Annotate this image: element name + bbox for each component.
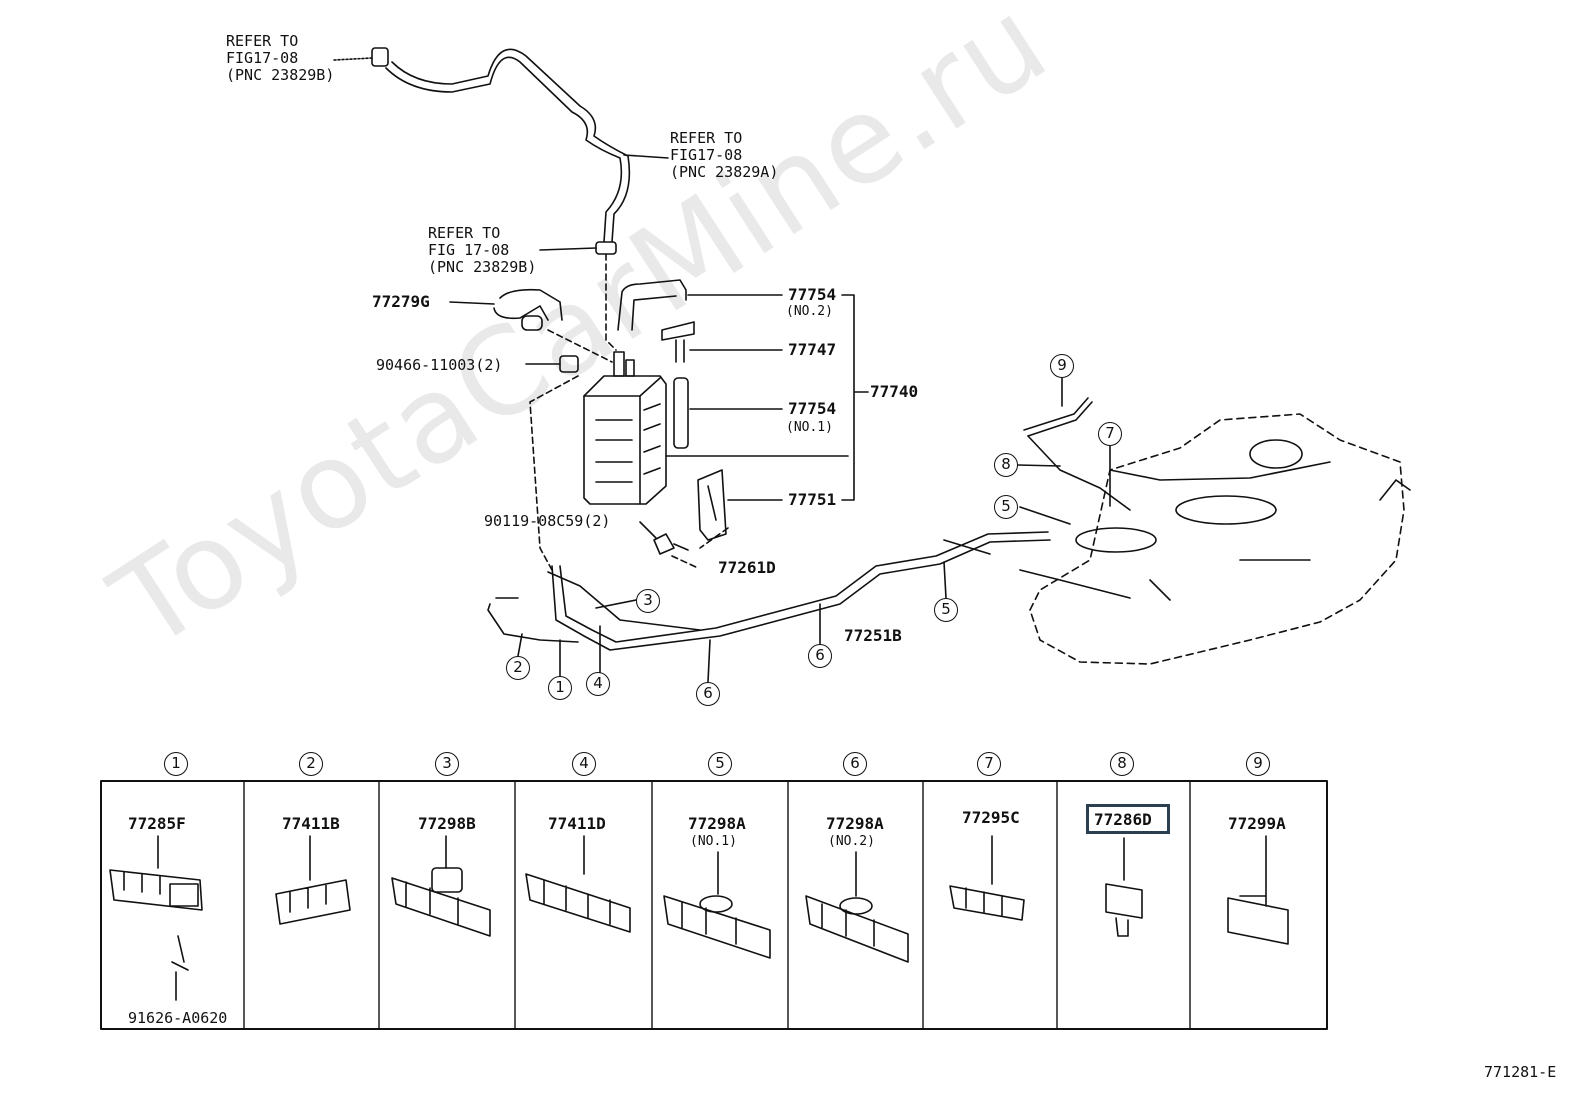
clip-77285f <box>109 869 203 971</box>
table-index-8: 8 <box>1110 752 1134 776</box>
callout-2: 2 <box>506 656 530 680</box>
table-index-3: 3 <box>435 752 459 776</box>
table-sub-6: (NO.2) <box>828 834 875 849</box>
refer-mid-left-l3: (PNC 23829B) <box>428 258 537 276</box>
callout-6a: 6 <box>696 682 720 706</box>
part-77754-no2-sub: (NO.2) <box>786 304 833 319</box>
table-index-4: 4 <box>572 752 596 776</box>
callout-1: 1 <box>548 676 572 700</box>
table-part-5: 77298A <box>688 814 746 833</box>
part-90466: 90466-11003(2) <box>376 356 503 374</box>
refer-top-left-l1: REFER TO <box>226 32 299 50</box>
clip-77298a-no2 <box>805 895 909 963</box>
refer-mid-left-l1: REFER TO <box>428 224 501 242</box>
table-index-5: 5 <box>708 752 732 776</box>
callout-5a: 5 <box>934 598 958 622</box>
part-77261d: 77261D <box>718 558 776 577</box>
table-index-2: 2 <box>299 752 323 776</box>
table-part-3: 77298B <box>418 814 476 833</box>
callout-5b: 5 <box>994 495 1018 519</box>
table-part-9: 77299A <box>1228 814 1286 833</box>
table-part-4: 77411D <box>548 814 606 833</box>
callout-4: 4 <box>586 672 610 696</box>
callout-7: 7 <box>1098 422 1122 446</box>
part-77754-no2: 77754 <box>788 285 837 304</box>
table-sub-5: (NO.1) <box>690 834 737 849</box>
clip-77299a <box>1227 895 1289 945</box>
callout-9: 9 <box>1050 354 1074 378</box>
part-77251b: 77251B <box>844 626 902 645</box>
part-77754-no1-sub: (NO.1) <box>786 420 833 435</box>
charcoal-canister <box>583 351 667 505</box>
table-part-8: 77286D <box>1094 810 1152 829</box>
callout-8: 8 <box>994 453 1018 477</box>
refer-mid-right-l3: (PNC 23829A) <box>670 163 779 181</box>
table-part-1: 77285F <box>128 814 186 833</box>
hose-77279g <box>493 288 563 321</box>
part-77754-no1: 77754 <box>788 399 837 418</box>
table-index-7: 7 <box>977 752 1001 776</box>
table-extra-1: 91626-A0620 <box>128 1009 228 1027</box>
clip-77411b <box>275 879 351 925</box>
table-part-2: 77411B <box>282 814 340 833</box>
refer-mid-left-l2: FIG 17-08 <box>428 241 510 259</box>
callout-3: 3 <box>636 589 660 613</box>
part-77740: 77740 <box>870 382 919 401</box>
refer-top-left-l2: FIG17-08 <box>226 49 299 67</box>
table-index-1: 1 <box>164 752 188 776</box>
table-index-6: 6 <box>843 752 867 776</box>
highlight-box-77286d <box>1086 804 1170 834</box>
clip-77298a-no1 <box>663 895 771 959</box>
refer-top-left-l3: (PNC 23829B) <box>226 66 335 84</box>
fuel-lines <box>487 531 1051 651</box>
clip-77411d <box>525 873 631 933</box>
table-index-9: 9 <box>1246 752 1270 776</box>
callout-6b: 6 <box>808 644 832 668</box>
part-77279g: 77279G <box>372 292 430 311</box>
vapor-hose-upper <box>385 56 623 243</box>
refer-mid-right-l2: FIG17-08 <box>670 146 743 164</box>
part-77751: 77751 <box>788 490 837 509</box>
clip-77298b <box>391 867 491 937</box>
part-90119: 90119-08C59(2) <box>484 512 611 530</box>
figure-code: 771281-E <box>1484 1063 1557 1081</box>
refer-mid-right-l1: REFER TO <box>670 129 743 147</box>
table-part-7: 77295C <box>962 808 1020 827</box>
fuel-tank <box>1019 413 1411 665</box>
clip-77286d <box>1105 883 1143 937</box>
part-77747: 77747 <box>788 340 837 359</box>
clip-77295c <box>949 885 1025 921</box>
table-part-6: 77298A <box>826 814 884 833</box>
